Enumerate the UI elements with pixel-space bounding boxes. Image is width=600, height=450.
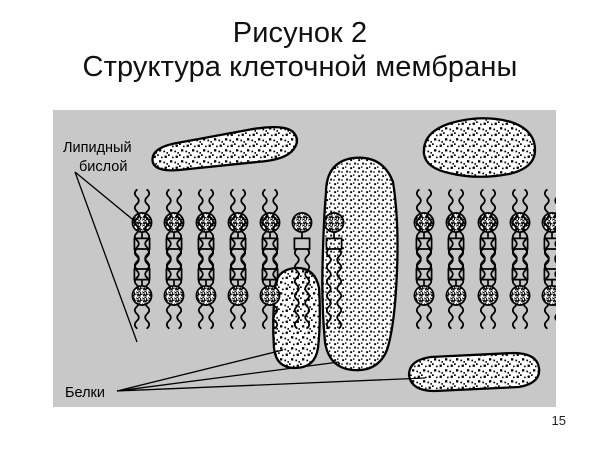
membrane-diagram-svg: Липидный бислой Белки xyxy=(53,110,556,407)
label-lipid-bilayer-line-1: Липидный xyxy=(63,140,132,156)
page-number: 15 xyxy=(551,413,566,428)
leader-line-protein-3 xyxy=(116,377,426,392)
peripheral-protein-bottom-right xyxy=(407,351,541,393)
leader-lines xyxy=(74,171,426,392)
integral-protein-transmembrane xyxy=(321,156,399,372)
title-line-2: Структура клеточной мембраны xyxy=(82,51,518,84)
label-proteins: Белки xyxy=(65,385,105,401)
leader-line-protein-2 xyxy=(116,361,340,392)
title-line-1: Рисунок 2 xyxy=(232,17,368,49)
peripheral-protein-top-right xyxy=(422,117,537,178)
leader-line-protein-1 xyxy=(116,349,284,392)
page-title: Рисунок 2 Структура клеточной мембраны xyxy=(0,16,600,84)
label-lipid-bilayer-line-2: бислой xyxy=(79,159,127,175)
leader-line-bilayer-upper xyxy=(74,171,138,224)
peripheral-protein-top-left xyxy=(151,125,299,172)
peripheral-protein-bottom-center xyxy=(272,266,321,370)
leader-line-bilayer-lower xyxy=(74,171,138,343)
membrane-diagram-panel: Липидный бислой Белки xyxy=(53,110,556,407)
